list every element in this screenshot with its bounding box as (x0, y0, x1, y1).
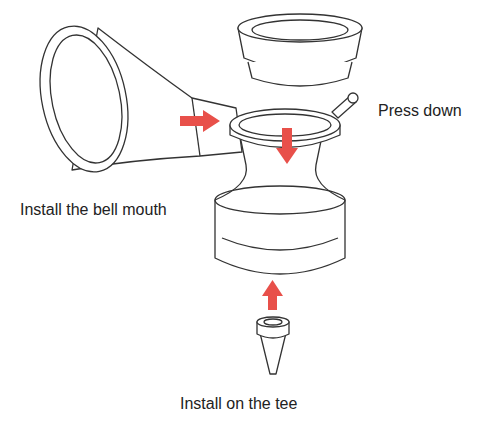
instruction-label: Press down (378, 101, 462, 121)
body-base-top (215, 186, 345, 214)
instruction-label: Install on the tee (180, 394, 297, 414)
body-base-line (222, 238, 338, 250)
funnel-opening (39, 28, 133, 169)
funnel-rim (28, 18, 141, 180)
valve-top (257, 317, 289, 327)
funnel-neck (192, 98, 200, 156)
cap-top (238, 14, 362, 42)
instruction-label: Install the bell mouth (20, 200, 167, 220)
arrow-right (180, 110, 220, 132)
arrow-down (276, 128, 298, 164)
cap-lower (248, 62, 352, 86)
clip-pin (348, 93, 358, 103)
cap-inner (252, 20, 348, 40)
valve-hole (264, 319, 282, 325)
arrow-up (262, 280, 283, 310)
pump-body (215, 136, 345, 274)
valve-cone (260, 333, 286, 374)
